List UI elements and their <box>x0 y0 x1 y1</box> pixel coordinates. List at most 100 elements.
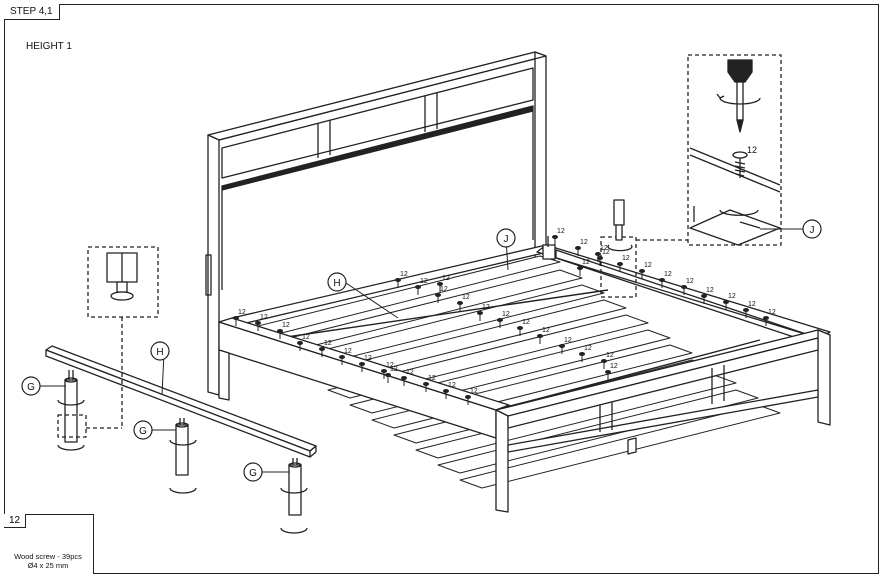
screw-marker: 12 <box>597 249 610 266</box>
screw-marker: 12 <box>255 314 268 331</box>
screw-number: 12 <box>302 334 310 341</box>
screw-number: 12 <box>238 309 246 316</box>
parts-qty-label: 12 <box>4 514 27 528</box>
center-rail-loose <box>45 345 317 458</box>
screw-number: 12 <box>502 311 510 318</box>
screw-number: 12 <box>522 319 530 326</box>
screw-number: 12 <box>324 340 332 347</box>
detail-screw-number: 12 <box>747 145 757 155</box>
legs <box>57 370 308 534</box>
screw-marker: 12 <box>577 259 590 276</box>
screw-number: 12 <box>584 345 592 352</box>
screw-number: 12 <box>728 293 736 300</box>
screw-marker: 12 <box>763 309 776 326</box>
screw-marker: 12 <box>575 239 588 256</box>
callout-j-text: J <box>504 234 509 245</box>
screw-marker: 12 <box>339 348 352 365</box>
screw-marker: 12 <box>385 366 398 383</box>
screw-number: 12 <box>428 375 436 382</box>
screw-number: 12 <box>686 278 694 285</box>
screw-number: 12 <box>606 352 614 359</box>
screw-number: 12 <box>582 259 590 266</box>
screw-number: 12 <box>470 388 478 395</box>
screw-marker: 12 <box>497 311 510 328</box>
screw-marker: 12 <box>639 262 652 279</box>
parts-desc-line2: Ø4 x 25 mm <box>27 561 69 570</box>
callout-j-detail-text: J <box>810 225 815 236</box>
screw-marker: 12 <box>415 278 428 295</box>
diagram-frame <box>4 4 879 574</box>
headboard <box>205 51 547 396</box>
callout-h2-text: H <box>156 347 163 358</box>
callout-g1-text: G <box>27 382 35 393</box>
screw-marker: 12 <box>552 228 565 245</box>
screw-number: 12 <box>400 271 408 278</box>
screw-marker: 12 <box>701 287 714 304</box>
screw-number: 12 <box>406 369 414 376</box>
screw-marker: 12 <box>277 322 290 339</box>
screw-number: 12 <box>344 348 352 355</box>
screw-number: 12 <box>644 262 652 269</box>
screw-marker: 12 <box>579 345 592 362</box>
leg-detail <box>57 246 159 438</box>
screw-number: 12 <box>622 255 630 262</box>
screw-number: 12 <box>282 322 290 329</box>
screw-number: 12 <box>462 294 470 301</box>
screw-marker: 12 <box>401 369 414 386</box>
screw-marker: 12 <box>395 271 408 288</box>
footboard <box>495 329 831 513</box>
screw-marker: 12 <box>465 388 478 405</box>
screw-number: 12 <box>442 275 450 282</box>
small-screwdriver <box>607 199 633 252</box>
screw-markers: 12 12 12 12 12 12 12 12 12 12 12 12 12 12 12 12 12 12 12 12… <box>233 228 776 405</box>
screw-marker: 12 <box>319 340 332 357</box>
screw-marker: 12 <box>517 319 530 336</box>
screw-number: 12 <box>768 309 776 316</box>
height-label: HEIGHT 1 <box>26 41 72 52</box>
screw-marker: 12 <box>359 355 372 372</box>
screw-number: 12 <box>706 287 714 294</box>
callout-g3-text: G <box>249 468 257 479</box>
screw-number: 12 <box>580 239 588 246</box>
screw-marker: 12 <box>297 334 310 351</box>
screw-number: 12 <box>557 228 565 235</box>
callout-circles <box>21 219 822 482</box>
screw-marker: 12 <box>723 293 736 310</box>
screw-marker: 12 <box>477 304 490 321</box>
screw-number: 12 <box>440 286 448 293</box>
screw-number: 12 <box>448 382 456 389</box>
screw-number: 12 <box>664 271 672 278</box>
screw-number: 12 <box>610 363 618 370</box>
screw-marker: 12 <box>381 362 394 379</box>
screw-marker: 12 <box>659 271 672 288</box>
screw-marker: 12 <box>743 301 756 318</box>
screw-marker: 12 <box>601 352 614 369</box>
screw-number: 12 <box>390 366 398 373</box>
screw-detail-content <box>689 59 781 246</box>
callout-g2-text: G <box>139 426 147 437</box>
screw-number: 12 <box>386 362 394 369</box>
parts-desc-line1: Wood screw - 39pcs <box>14 552 82 561</box>
screw-marker: 12 <box>233 309 246 326</box>
step-label: STEP 4,1 <box>4 4 60 20</box>
screw-marker: 12 <box>617 255 630 272</box>
screw-number: 12 <box>542 327 550 334</box>
screw-number: 12 <box>748 301 756 308</box>
screw-number: 12 <box>482 304 490 311</box>
screw-marker: 12 <box>435 286 448 303</box>
screw-marker: 12 <box>437 275 450 292</box>
screw-marker: 12 <box>559 337 572 354</box>
screw-marker: 12 <box>423 375 436 392</box>
callout-h-text: H <box>333 278 340 289</box>
screw-number: 12 <box>364 355 372 362</box>
screw-number: 12 <box>420 278 428 285</box>
screw-number: 12 <box>260 314 268 321</box>
screw-marker: 12 <box>457 294 470 311</box>
parts-description: Wood screw - 39pcs Ø4 x 25 mm <box>8 552 88 570</box>
screw-number: 12 <box>600 245 608 252</box>
screw-number: 12 <box>602 249 610 256</box>
screw-marker: 12 <box>443 382 456 399</box>
screw-marker: 12 <box>605 363 618 380</box>
screw-marker: 12 <box>681 278 694 295</box>
